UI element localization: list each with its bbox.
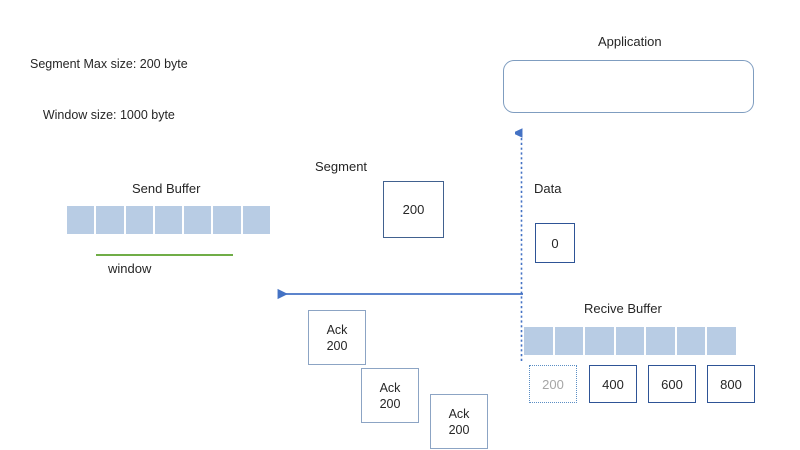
ack-box-line1: Ack (379, 380, 401, 395)
segment-label: Segment (315, 159, 368, 174)
receive-buffer-cell (646, 327, 675, 355)
received-segment-box: 800 (707, 365, 755, 403)
send-buffer-cell (154, 206, 183, 234)
send-buffer-cell (125, 206, 153, 234)
send-buffer (67, 206, 271, 234)
ack-box: Ack 200 (308, 310, 366, 365)
receive-buffer-cell (585, 327, 614, 355)
window-label: window (108, 261, 152, 276)
application-box (503, 60, 754, 113)
receive-buffer-cell (554, 327, 583, 355)
send-buffer-cell (67, 206, 95, 234)
ack-box-line2: 200 (448, 422, 470, 437)
receive-buffer (524, 327, 736, 355)
application-label: Application (598, 34, 662, 49)
send-buffer-cell (213, 206, 241, 234)
ack-flow-arrow-icon (276, 286, 524, 302)
send-buffer-label: Send Buffer (132, 181, 201, 196)
receive-buffer-cell (615, 327, 644, 355)
received-segment-box-pending: 200 (529, 365, 577, 403)
window-range-line (96, 254, 233, 256)
send-buffer-cell (184, 206, 212, 234)
segment-box: 200 (383, 181, 444, 238)
receive-buffer-cell (676, 327, 705, 355)
ack-box: Ack 200 (361, 368, 419, 423)
data-value-box: 0 (535, 223, 575, 263)
received-segment-box: 600 (648, 365, 696, 403)
note-line-segment-max-size: Segment Max size: 200 byte (30, 57, 188, 71)
ack-box-line2: 200 (326, 338, 348, 353)
note-line-window-size: Window size: 1000 byte (42, 108, 175, 122)
ack-box-line1: Ack (326, 322, 348, 337)
send-buffer-cell (242, 206, 271, 234)
send-buffer-cell (96, 206, 124, 234)
received-segment-box: 400 (589, 365, 637, 403)
ack-box: Ack 200 (430, 394, 488, 449)
parameters-note: Segment Max size: 200 byte Window size: … (30, 22, 188, 158)
ack-box-line2: 200 (379, 396, 401, 411)
data-label: Data (534, 181, 562, 196)
ack-box-line1: Ack (448, 406, 470, 421)
receive-buffer-label: Recive Buffer (584, 301, 662, 316)
receive-buffer-cell (524, 327, 553, 355)
receive-buffer-cell (707, 327, 736, 355)
